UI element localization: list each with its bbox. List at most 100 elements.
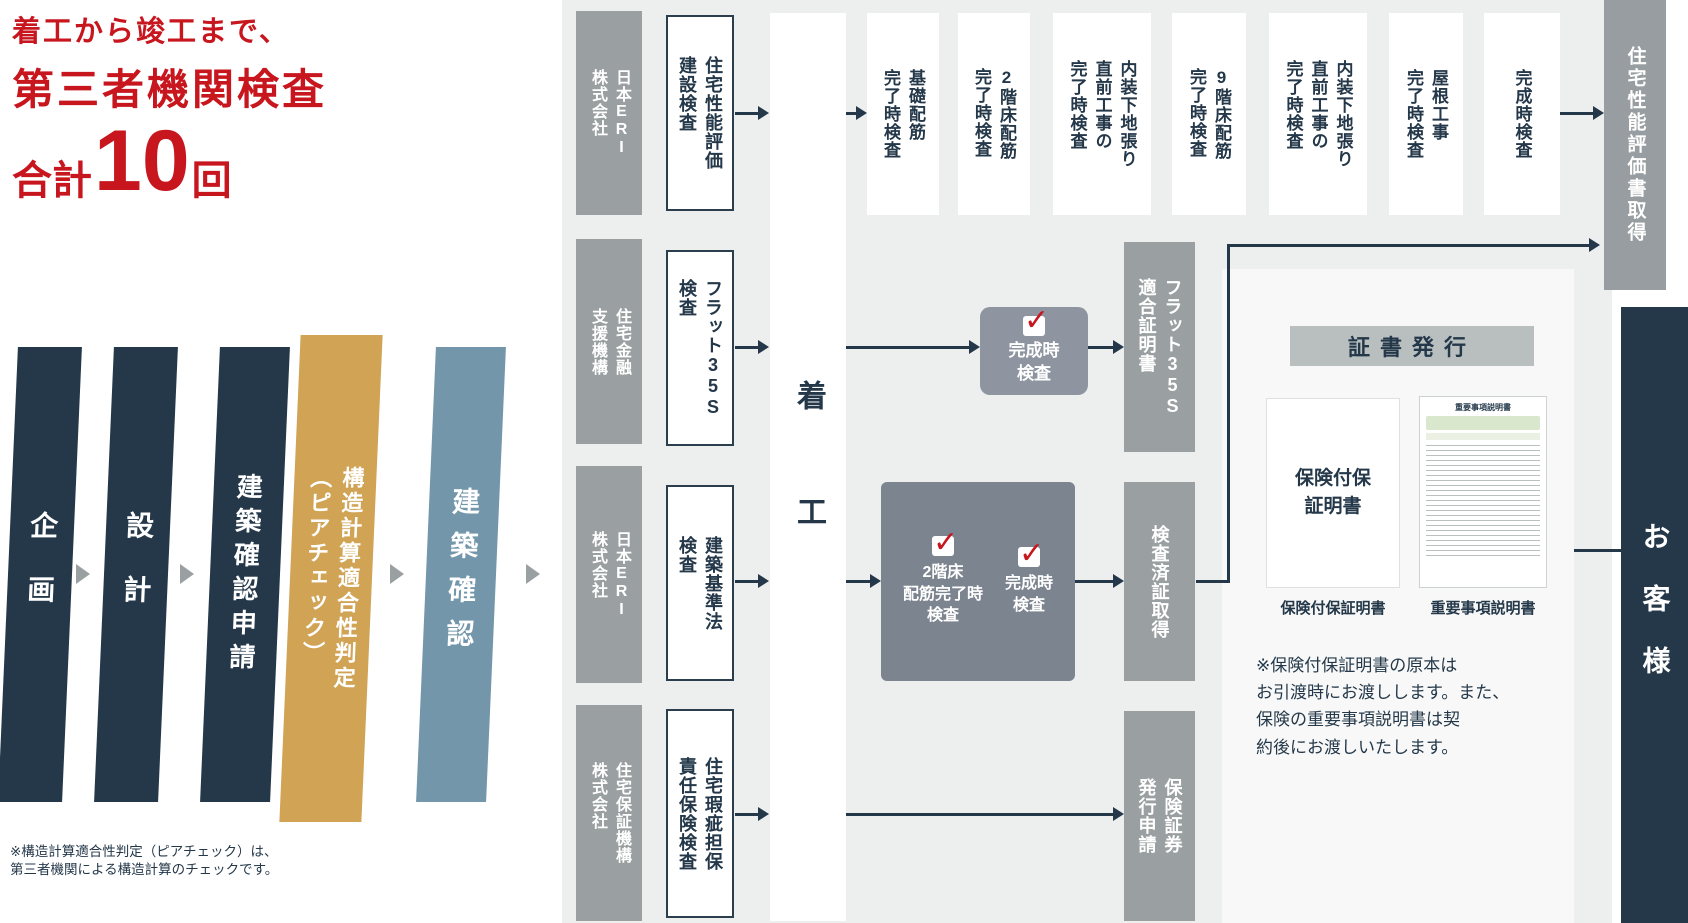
connector-line [1574, 549, 1621, 552]
inspection-step-label: 完成時検査 [1512, 69, 1532, 159]
result-insurance-policy-application: 保険証券 発行申請 [1124, 711, 1195, 921]
flow-step-planning: 企画 [0, 347, 82, 802]
connector-line [1227, 244, 1230, 583]
total-suffix: 回 [191, 158, 232, 203]
inspection-step-label: 9階床配筋 完了時検査 [1187, 68, 1231, 160]
inspection-defect-insurance: 住宅瑕疵担保 責任保険検査 [666, 709, 734, 918]
org-housing-warranty: 住宅保証機構 株式会社 [576, 705, 642, 921]
arrow-head [758, 340, 769, 354]
arrow-head [1113, 807, 1124, 821]
inspection-step: 屋根工事 完了時検査 [1389, 13, 1463, 215]
inspection-label: 住宅瑕疵担保 責任保険検査 [677, 756, 723, 871]
result-label: 検査済証取得 [1149, 524, 1170, 639]
certificate-issue-panel [1222, 269, 1574, 923]
arrow-head [1113, 340, 1124, 354]
org-label: 住宅金融 支援機構 [589, 307, 630, 376]
arrow-head [969, 340, 980, 354]
flow-step-label: 企画 [22, 510, 59, 639]
arrow-line [1088, 346, 1114, 349]
arrow-line [846, 813, 1114, 816]
arrow-line [846, 112, 857, 115]
title-line2: 第三者機関検査 [12, 66, 328, 113]
org-label: 日本ERI 株式会社 [589, 69, 630, 157]
arrow-line [1560, 112, 1594, 115]
construction-start-label: 着 工 [792, 380, 825, 554]
construction-start-box: 着 工 [770, 13, 846, 921]
arrow-line [735, 112, 759, 115]
inspection-step-label: 2階床配筋 完了時検査 [972, 68, 1016, 160]
inspection-label: 住宅性能評価 建設検査 [677, 56, 723, 170]
org-housing-finance-agency: 住宅金融 支援機構 [576, 239, 642, 444]
certificate-panel-note: ※保険付保証明書の原本は お引渡時にお渡しします。また、 保険の重要事項説明書は… [1256, 656, 1510, 757]
check-label: 完成時 検査 [1004, 574, 1053, 614]
inspection-step-label: 内装下地張り 直前工事の 完了時検査 [1067, 60, 1137, 168]
flow-step-label: 建築確認 [442, 486, 481, 663]
doc2-green-bar [1426, 433, 1540, 440]
arrow-line [735, 346, 759, 349]
flow-arrow-icon [526, 564, 540, 584]
result-inspection-certificate: 検査済証取得 [1124, 482, 1195, 681]
org-label: 日本ERI 株式会社 [589, 530, 630, 619]
arrow-head [758, 106, 769, 120]
check-item: ✓ 完成時 検査 [1004, 537, 1053, 616]
result-label: フラット35S 適合証明書 [1136, 277, 1183, 417]
doc1-caption: 保険付保証明書 [1280, 600, 1386, 617]
certificate-panel-header: 証書発行 [1290, 326, 1534, 366]
inspection-step: 内装下地張り 直前工事の 完了時検査 [1053, 13, 1151, 215]
arrow-head [856, 106, 867, 120]
flow-step-building-confirmation: 建築確認 [416, 347, 506, 802]
arrow-head [1593, 106, 1604, 120]
inspection-step-label: 屋根工事 完了時検査 [1404, 69, 1448, 159]
doc2-title: 重要事項説明書 [1455, 403, 1511, 412]
inspection-step-label: 内装下地張り 直前工事の 完了時検査 [1283, 60, 1353, 168]
inspection-label: フラット35S 検査 [677, 278, 723, 418]
doc2-green-band [1426, 416, 1540, 430]
performance-report-result: 住宅性能評価書取得 [1604, 0, 1666, 290]
flow-step-label: 設計 [118, 510, 155, 639]
title-total: 合計 10 回 [12, 113, 327, 209]
flow-step-confirmation-application: 建築確認申請 [200, 347, 290, 802]
inspection-building-code: 建築基準法 検査 [666, 485, 734, 681]
org-japan-eri-1: 日本ERI 株式会社 [576, 11, 642, 215]
check-icon: ✓ [1023, 304, 1049, 337]
arrow-head [758, 807, 769, 821]
inspection-flat35s: フラット35S 検査 [666, 250, 734, 446]
check-item: ✓ 2階床 配筋完了時 検査 [902, 526, 983, 627]
inspection-step-label: 基礎配筋 完了時検査 [881, 69, 925, 159]
inspection-label: 建築基準法 検査 [677, 535, 723, 631]
check-label: 完成時 検査 [1008, 341, 1060, 383]
performance-report-label: 住宅性能評価書取得 [1624, 46, 1646, 244]
connector-line [1196, 580, 1230, 583]
flow-step-label: 建築確認申請 [225, 472, 264, 677]
customer-bar: お客様 [1621, 307, 1688, 923]
flow-step-design: 設計 [94, 347, 178, 802]
check-glyph: ✓ [1018, 536, 1045, 570]
inspection-step: 完成時検査 [1484, 13, 1560, 215]
flow-step-peer-check: 構造計算適合性判定 （ピアチェック） [279, 335, 383, 822]
check-glyph: ✓ [1024, 304, 1050, 338]
inspection-step: 内装下地張り 直前工事の 完了時検査 [1269, 13, 1367, 215]
inspection-step: 9階床配筋 完了時検査 [1172, 13, 1246, 215]
total-prefix: 合計 [12, 158, 92, 203]
check-glyph: ✓ [932, 526, 959, 560]
flow-arrow-icon [390, 564, 404, 584]
check-icon: ✓ [1017, 537, 1044, 570]
result-label: 保険証券 発行申請 [1136, 778, 1183, 854]
inspection-step: 2階床配筋 完了時検査 [958, 13, 1030, 215]
arrow-head [1113, 574, 1124, 588]
arrow-head [870, 574, 881, 588]
title-line1: 着工から竣工まで、 [12, 16, 290, 48]
arrow-line [1075, 580, 1114, 583]
org-japan-eri-2: 日本ERI 株式会社 [576, 466, 642, 683]
insurance-certificate-doc: 保険付保 証明書 [1266, 398, 1400, 588]
check-label: 2階床 配筋完了時 検査 [902, 564, 983, 625]
total-count: 10 [94, 113, 190, 209]
flow-step-label: 構造計算適合性判定 （ピアチェック） [299, 466, 365, 691]
arrow-head [1589, 238, 1600, 252]
arrow-line [846, 580, 871, 583]
arrow-line [735, 580, 759, 583]
inspection-step: 基礎配筋 完了時検査 [867, 13, 939, 215]
title-block: 着工から竣工まで、 第三者機関検査 合計 10 回 [12, 8, 328, 209]
arrow-head [758, 574, 769, 588]
